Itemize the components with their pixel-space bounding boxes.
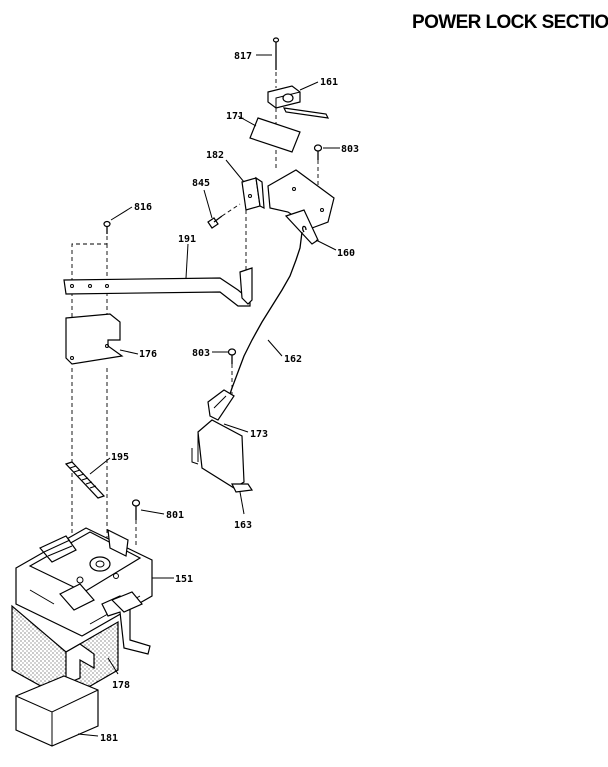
diagram-title: POWER LOCK SECTION [412, 12, 608, 33]
callout-162: 162 [284, 354, 302, 365]
alignment-lines [71, 210, 247, 540]
leader-191 [185, 243, 189, 279]
callout-803-upper: 803 [341, 144, 359, 155]
bracket-163 [191, 419, 254, 493]
link-173 [207, 389, 235, 421]
latch-assembly-151 [15, 527, 153, 655]
switch-161 [267, 85, 330, 119]
callout-161: 161 [320, 77, 338, 88]
callout-845: 845 [192, 178, 210, 189]
callout-176: 176 [139, 349, 157, 360]
callout-191: 191 [178, 234, 196, 245]
block-182 [241, 176, 265, 211]
callout-163: 163 [234, 520, 252, 531]
leader-173 [223, 423, 249, 433]
callout-151: 151 [175, 574, 193, 585]
screw-845 [207, 203, 241, 229]
callout-178: 178 [112, 680, 130, 691]
screw-803-lower [227, 348, 237, 396]
leader-162 [267, 339, 283, 357]
callout-803-lower: 803 [192, 348, 210, 359]
callout-181: 181 [100, 733, 118, 744]
leader-801 [140, 509, 165, 515]
callout-160: 160 [337, 248, 355, 259]
rod-162 [227, 225, 307, 401]
screw-801 [131, 499, 141, 548]
callout-817: 817 [234, 51, 252, 62]
callout-801: 801 [166, 510, 184, 521]
leader-178 [107, 657, 119, 675]
screw-817 [272, 37, 280, 88]
leader-160 [315, 239, 337, 251]
leader-181 [77, 733, 99, 737]
block-181 [15, 675, 99, 747]
leader-816 [110, 206, 133, 221]
leader-845 [203, 189, 213, 219]
lever-191 [63, 267, 253, 307]
solenoid-housing-178 [11, 604, 119, 701]
callout-182: 182 [206, 150, 224, 161]
bracket-160 [267, 169, 335, 245]
leader-171 [237, 115, 257, 127]
callout-195: 195 [111, 452, 129, 463]
plate-176 [65, 313, 124, 365]
insulator-171 [249, 117, 301, 153]
leader-182 [225, 159, 245, 183]
callout-171: 171 [226, 111, 244, 122]
callout-816: 816 [134, 202, 152, 213]
spring-195 [64, 461, 106, 499]
leader-195 [89, 457, 111, 475]
callout-173: 173 [250, 429, 268, 440]
leader-163 [239, 491, 245, 515]
leader-161 [299, 81, 319, 91]
screw-816 [103, 220, 111, 234]
leader-176 [119, 349, 139, 355]
